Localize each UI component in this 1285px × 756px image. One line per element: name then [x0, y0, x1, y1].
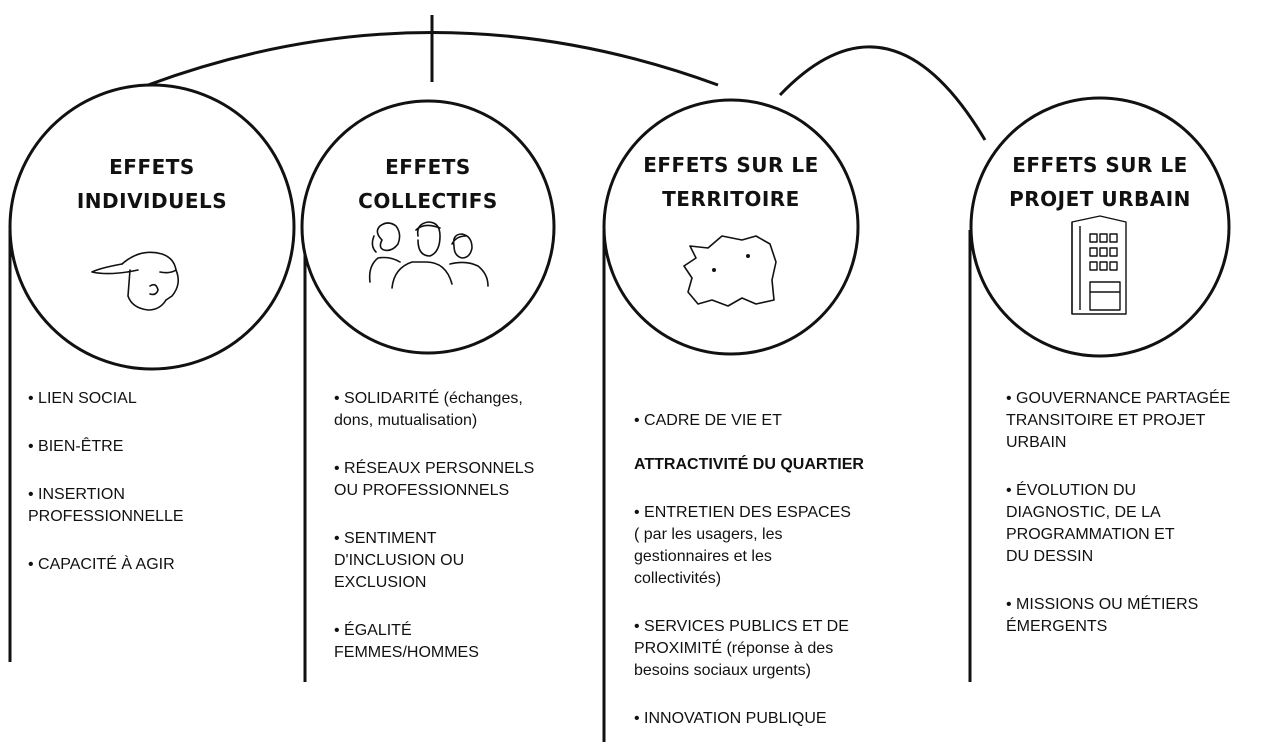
- title-projet-urbain-line2: PROJET URBAIN: [1009, 187, 1191, 211]
- list-territoire: • CADRE DE VIE ET ATTRACTIVITÉ DU QUARTI…: [634, 388, 954, 756]
- circle-individuels: [8, 83, 296, 371]
- title-individuels-line1: EFFETS: [109, 155, 195, 179]
- title-individuels-line2: INDIVIDUELS: [76, 189, 228, 213]
- list-item: • INSERTION PROFESSIONNELLE: [28, 486, 184, 525]
- title-collectifs-line1: EFFETS: [385, 155, 471, 179]
- group-people-icon: [368, 221, 489, 289]
- list-collectifs: • SOLIDARITÉ (échanges, dons, mutualisat…: [334, 388, 599, 690]
- circle-territoire: [602, 98, 860, 356]
- list-item: • ENTRETIEN DES ESPACES ( par les usager…: [634, 504, 851, 587]
- title-territoire-line2: TERRITOIRE: [662, 187, 800, 211]
- list-item: • INNOVATION PUBLIQUE: [634, 710, 827, 727]
- title-projet-urbain-line1: EFFETS SUR LE: [1012, 153, 1188, 177]
- list-item: • LIEN SOCIAL: [28, 390, 137, 407]
- circle-collectifs: [300, 99, 556, 355]
- list-item: • ÉGALITÉ FEMMES/HOMMES: [334, 622, 479, 661]
- title-collectifs: EFFETS COLLECTIFS: [328, 150, 528, 218]
- list-item: • MISSIONS OU MÉTIERS ÉMERGENTS: [1006, 596, 1199, 635]
- list-item: • SOLIDARITÉ (échanges, dons, mutualisat…: [334, 390, 523, 429]
- list-individuels: • LIEN SOCIAL • BIEN-ÊTRE • INSERTION PR…: [28, 388, 288, 602]
- title-projet-urbain: EFFETS SUR LE PROJET URBAIN: [995, 148, 1205, 216]
- territory-map-icon: [683, 235, 777, 307]
- list-item-text: • CADRE DE VIE ET: [634, 412, 782, 429]
- title-territoire-line1: EFFETS SUR LE: [643, 153, 819, 177]
- building-icon: [1071, 215, 1127, 315]
- list-item: • CADRE DE VIE ET ATTRACTIVITÉ DU QUARTI…: [634, 388, 954, 476]
- title-territoire: EFFETS SUR LE TERRITOIRE: [626, 148, 836, 216]
- list-projet-urbain: • GOUVERNANCE PARTAGÉE TRANSITOIRE ET PR…: [1006, 388, 1285, 664]
- list-item: • BIEN-ÊTRE: [28, 438, 124, 455]
- list-item: • SENTIMENT D'INCLUSION OU EXCLUSION: [334, 530, 465, 591]
- circle-projet-urbain: [969, 96, 1231, 358]
- right-arch: [778, 45, 987, 141]
- list-item: • CAPACITÉ À AGIR: [28, 556, 175, 573]
- list-item: • GOUVERNANCE PARTAGÉE TRANSITOIRE ET PR…: [1006, 390, 1231, 451]
- title-individuels: EFFETS INDIVIDUELS: [52, 150, 252, 218]
- person-cap-icon: [91, 251, 180, 311]
- list-item: • SERVICES PUBLICS ET DE PROXIMITÉ (répo…: [634, 618, 849, 679]
- list-item: • ÉVOLUTION DU DIAGNOSTIC, DE LA PROGRAM…: [1006, 482, 1175, 565]
- list-item: • RÉSEAUX PERSONNELS OU PROFESSIONNELS: [334, 460, 535, 499]
- list-item-bold: ATTRACTIVITÉ DU QUARTIER: [634, 456, 864, 473]
- title-collectifs-line2: COLLECTIFS: [358, 189, 498, 213]
